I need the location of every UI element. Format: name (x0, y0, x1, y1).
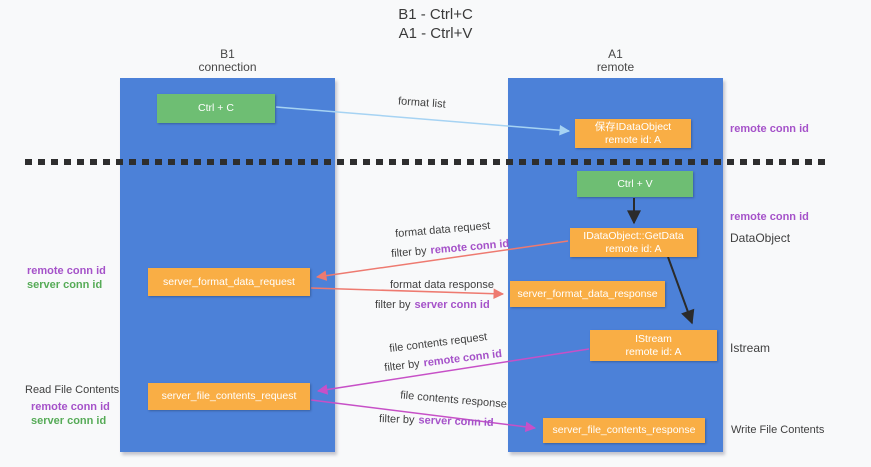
label-remote-conn-id-left-bottom: remote conn id (31, 401, 110, 413)
lifeline-header-b1: B1 connection (120, 48, 335, 74)
node-server-file-contents-response: server_file_contents_response (543, 418, 705, 443)
node-ctrl-v-label: Ctrl + V (617, 177, 653, 190)
node-save-idataobject-line2: remote id: A (604, 133, 662, 146)
remote-conn-id-text: remote conn id (422, 347, 503, 370)
node-ctrl-c: Ctrl + C (157, 94, 275, 123)
title-line-2: A1 - Ctrl+V (398, 25, 473, 42)
node-ctrl-v: Ctrl + V (577, 171, 693, 197)
node-save-idataobject: 保存IDataObject remote id: A (575, 119, 691, 148)
label-dataobject: DataObject (730, 231, 791, 245)
filter-by-text: filter by (383, 357, 421, 375)
node-ctrl-c-label: Ctrl + C (198, 102, 234, 114)
node-file-request-label: server_file_contents_request (161, 390, 297, 402)
label-istream: Istream (730, 341, 771, 355)
label-read-file-contents: Read File Contents (25, 384, 120, 396)
node-save-idataobject-line1: 保存IDataObject (594, 120, 672, 133)
edge-label-format-list: format list (397, 95, 447, 111)
edge-label-file-contents-response: file contents response (399, 389, 508, 411)
remote-conn-id-text: remote conn id (430, 237, 510, 257)
edge-label-format-data-request: format data request (394, 219, 491, 241)
node-getdata-line2: remote id: A (605, 242, 662, 255)
filter-by-text: filter by (378, 413, 415, 427)
server-conn-id-text: server conn id (414, 299, 490, 311)
lifeline-a1-title: A1 (608, 47, 623, 61)
label-remote-conn-id-right-mid: remote conn id (730, 211, 809, 223)
node-file-response-label: server_file_contents_response (552, 424, 696, 436)
lifeline-header-a1: A1 remote (508, 48, 723, 74)
node-format-response-label: server_format_data_response (517, 287, 658, 300)
node-server-format-data-response: server_format_data_response (510, 281, 665, 307)
node-server-file-contents-request: server_file_contents_request (148, 383, 310, 410)
filter-by-text: filter by (390, 245, 428, 261)
label-remote-conn-id-left-top: remote conn id (27, 265, 106, 277)
title-line-1: B1 - Ctrl+C (398, 6, 473, 23)
node-istream: IStream remote id: A (590, 330, 717, 361)
label-remote-conn-id-right-top: remote conn id (730, 123, 809, 135)
node-format-request-label: server_format_data_request (163, 275, 295, 288)
diagram-title: B1 - Ctrl+C A1 - Ctrl+V (0, 5, 871, 43)
label-server-conn-id-left-top: server conn id (27, 279, 103, 291)
node-getdata-line1: IDataObject::GetData (583, 229, 684, 242)
lifeline-b1-title: B1 (220, 47, 235, 61)
label-server-conn-id-left-bottom: server conn id (31, 415, 107, 427)
edge-label-format-data-response: format data response (390, 279, 494, 291)
label-write-file-contents: Write File Contents (731, 424, 825, 436)
node-istream-line1: IStream (635, 332, 672, 345)
lifeline-a1-subtitle: remote (596, 60, 635, 74)
node-idataobject-getdata: IDataObject::GetData remote id: A (570, 228, 697, 257)
filter-by-text: filter by (375, 299, 411, 311)
node-server-format-data-request: server_format_data_request (148, 268, 310, 296)
server-conn-id-text: server conn id (418, 414, 494, 429)
node-istream-line2: remote id: A (625, 345, 682, 358)
lifeline-b1-subtitle: connection (198, 60, 257, 74)
machine-boundary-dashed-line (25, 159, 827, 165)
